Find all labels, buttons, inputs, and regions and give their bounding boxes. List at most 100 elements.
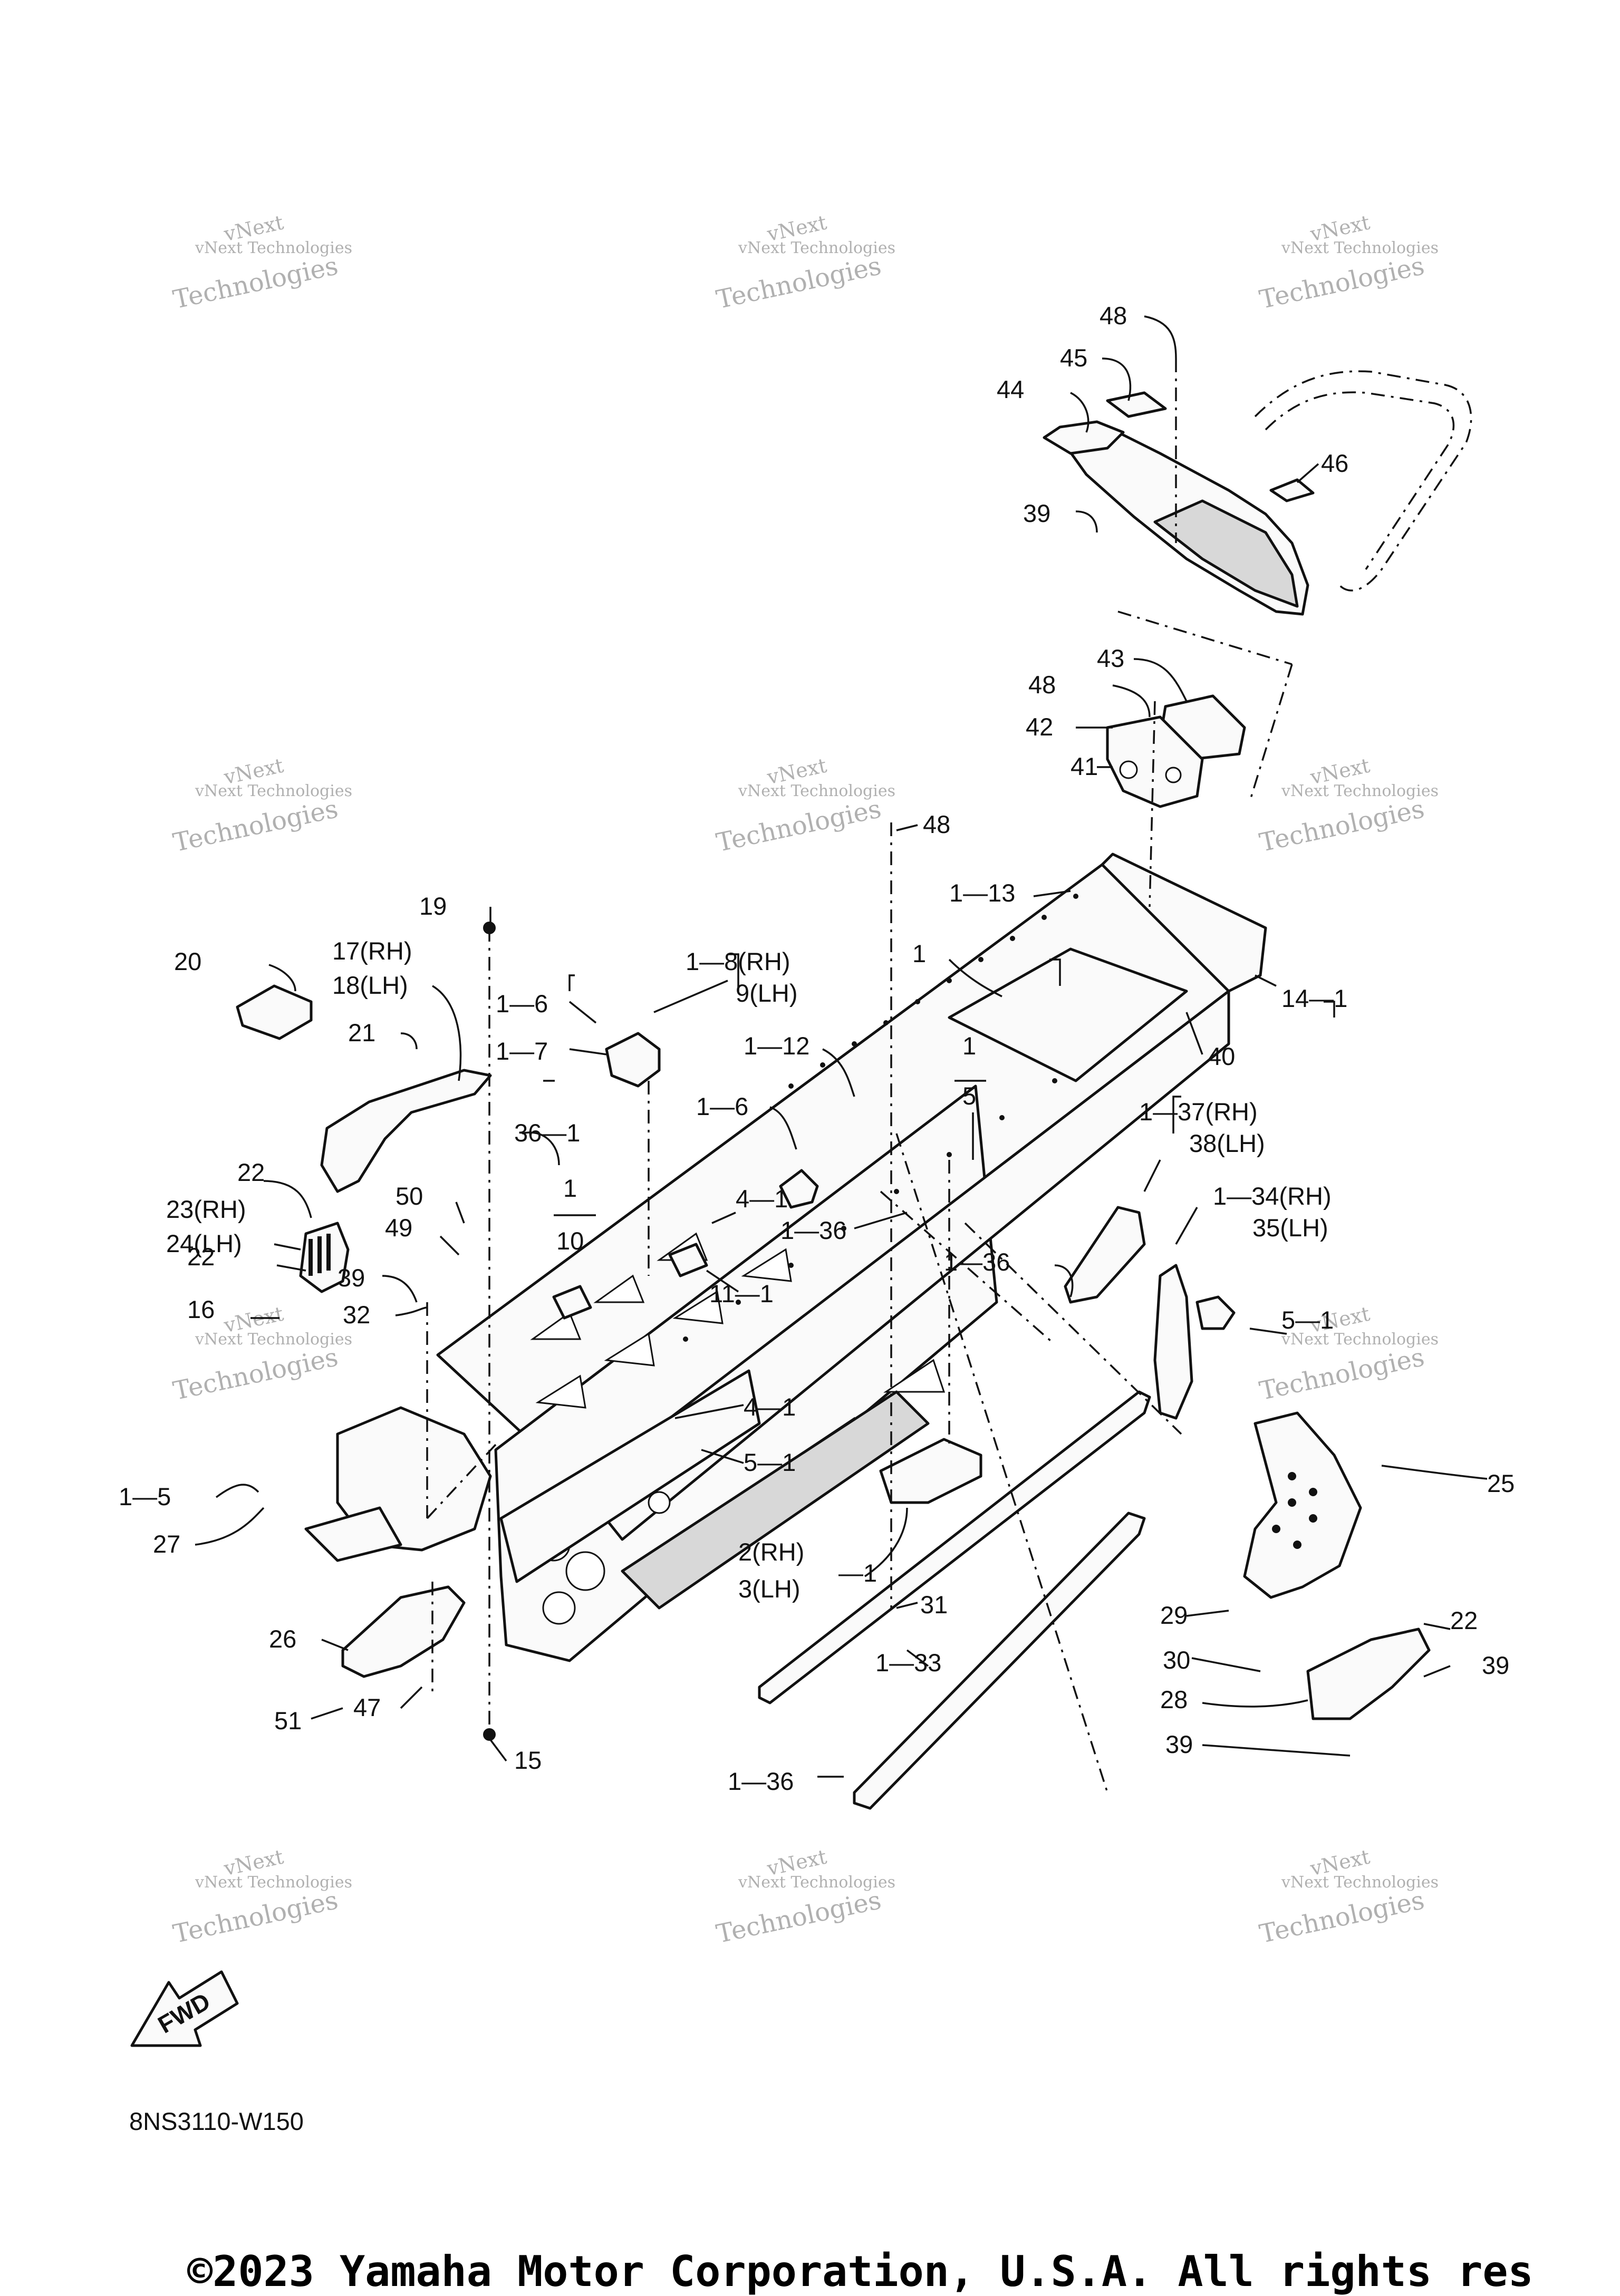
side-panel-37-38 xyxy=(1064,1206,1146,1304)
callout-36: 36—1 xyxy=(514,1119,580,1147)
copyright-footer: ©2023 Yamaha Motor Corporation, U.S.A. A… xyxy=(187,2247,1534,2296)
callout-44: 44 xyxy=(997,375,1024,403)
callout-24-lh: 24(LH) xyxy=(166,1229,242,1257)
callout-41: 41 xyxy=(1071,752,1098,780)
runner-33 xyxy=(853,1512,1146,1810)
svg-text:Technologies: Technologies xyxy=(170,1885,340,1949)
callout-36: 1—36 xyxy=(944,1248,1010,1276)
svg-text:Technologies: Technologies xyxy=(170,1342,340,1406)
diagram-code: 8NS3110-W150 xyxy=(129,2107,304,2135)
svg-text:Technologies: Technologies xyxy=(1257,794,1426,858)
svg-text:vNext Technologies: vNext Technologies xyxy=(738,1873,895,1892)
footrest-holes xyxy=(1272,1472,1317,1549)
callout-20: 20 xyxy=(174,947,201,975)
callout-10: 10 xyxy=(556,1227,584,1255)
svg-text:Technologies: Technologies xyxy=(713,251,883,315)
svg-text:Technologies: Technologies xyxy=(1257,251,1426,315)
footrest-28 xyxy=(1306,1627,1431,1720)
watermark: vNext Technologies vNext Technologies xyxy=(170,211,352,315)
callout-30: 30 xyxy=(1163,1646,1190,1674)
callout-33: 1—33 xyxy=(875,1649,941,1677)
callout-1: 1 xyxy=(912,939,926,967)
callout-43: 43 xyxy=(1097,644,1124,672)
callout-6: 1—6 xyxy=(696,1092,748,1120)
rear-brace-34-35 xyxy=(1153,1264,1193,1420)
callout-8-rh: 1—8(RH) xyxy=(686,947,790,975)
svg-text:Technologies: Technologies xyxy=(1257,1885,1426,1949)
fwd-arrow: FWD xyxy=(130,1970,239,2047)
plate-45 xyxy=(1106,391,1167,418)
svg-text:vNext Technologies: vNext Technologies xyxy=(1281,1330,1439,1349)
callout-32: 32 xyxy=(343,1301,370,1329)
steering-bracket-17-18 xyxy=(320,1069,492,1193)
snow-flap-bracket xyxy=(1043,420,1125,455)
tunnel-rear-flange xyxy=(1101,852,1267,993)
watermark: vNext Technologies vNext Technologies xyxy=(1257,754,1439,858)
callout-2-rh: 2(RH) xyxy=(738,1538,804,1566)
tunnel-rivets xyxy=(683,894,1078,1342)
svg-text:vNext Technologies: vNext Technologies xyxy=(1281,239,1439,257)
callout-27: 27 xyxy=(153,1530,180,1558)
heat-shield-slots xyxy=(308,1234,331,1276)
bracket-8-9 xyxy=(605,1032,661,1088)
bracket-31 xyxy=(879,1438,982,1504)
callout-4: 4—1 xyxy=(744,1393,796,1421)
svg-text:vNext Technologies: vNext Technologies xyxy=(738,782,895,800)
side-rail-left xyxy=(499,1369,761,1583)
rear-bumper-loop-inner xyxy=(1265,391,1455,570)
callout-9-lh: 9(LH) xyxy=(736,979,798,1007)
callout-39: 39 xyxy=(1482,1651,1509,1679)
svg-text:vNext Technologies: vNext Technologies xyxy=(195,1330,352,1349)
watermark: vNext Technologies vNext Technologies xyxy=(713,211,895,315)
watermark: vNext Technologies vNext Technologies xyxy=(170,754,352,858)
callout-35-lh: 35(LH) xyxy=(1252,1214,1328,1242)
callout-49: 49 xyxy=(385,1214,412,1242)
callout-15: 15 xyxy=(514,1746,542,1774)
callout-1: —1 xyxy=(838,1559,877,1587)
callout-3-lh: 3(LH) xyxy=(738,1575,801,1603)
callout-50: 50 xyxy=(396,1182,423,1210)
callout-1: 1 xyxy=(962,1032,976,1060)
callout-48: 48 xyxy=(1028,671,1056,699)
svg-text:vNext Technologies: vNext Technologies xyxy=(195,782,352,800)
footrest-plate-25-29 xyxy=(1243,1411,1362,1599)
front-bulkhead-plate xyxy=(304,1506,402,1562)
callout-6: 1—6 xyxy=(496,990,548,1018)
watermark: vNext Technologies vNext Technologies xyxy=(1257,1845,1439,1949)
watermark-layer: vNext Technologies vNext Technologies vN… xyxy=(170,211,1439,1949)
callout-4: 4—1 xyxy=(736,1185,788,1213)
footrest-26 xyxy=(341,1585,466,1678)
callout-39: 39 xyxy=(1023,499,1050,527)
bracket-5-right xyxy=(1195,1295,1236,1330)
callout-36: 1—36 xyxy=(780,1216,846,1244)
leader-lines xyxy=(195,315,1488,1778)
taillight-bracket-42 xyxy=(1106,715,1204,808)
callout-22: 22 xyxy=(187,1243,215,1271)
callout-5: 5 xyxy=(962,1082,976,1110)
callout-38-lh: 38(LH) xyxy=(1189,1129,1265,1157)
running-board-lower xyxy=(621,1390,930,1610)
callout-36: 1—36 xyxy=(728,1767,794,1795)
svg-text:vNext Technologies: vNext Technologies xyxy=(1281,782,1439,800)
callout-13: 1—13 xyxy=(949,879,1015,907)
callout-47: 47 xyxy=(353,1693,381,1721)
bracket-10 xyxy=(552,1285,592,1320)
callout-21: 21 xyxy=(348,1019,375,1047)
callout-46: 46 xyxy=(1321,449,1348,477)
callout-45: 45 xyxy=(1060,344,1087,372)
callout-5: 5—1 xyxy=(744,1448,796,1476)
callout-34-rh: 1—34(RH) xyxy=(1213,1182,1332,1210)
callout-12: 1—12 xyxy=(744,1032,809,1060)
callout-22: 22 xyxy=(237,1158,265,1186)
svg-text:vNext Technologies: vNext Technologies xyxy=(1281,1873,1439,1892)
callout-40: 40 xyxy=(1208,1042,1235,1070)
callout-7: 1—7 xyxy=(496,1037,548,1065)
snow-flap-mesh xyxy=(1153,499,1299,608)
svg-text:Technologies: Technologies xyxy=(1257,1342,1426,1406)
callout-labels: 44 45 48 46 39 43 48 42 41 48 1—13 14—1 … xyxy=(119,302,1515,2135)
callout-16: 16 xyxy=(187,1295,215,1323)
callout-26: 26 xyxy=(269,1625,296,1653)
cover-20 xyxy=(236,984,313,1040)
bracket-6 xyxy=(779,1169,819,1209)
watermark: vNext Technologies vNext Technologies xyxy=(713,754,895,858)
